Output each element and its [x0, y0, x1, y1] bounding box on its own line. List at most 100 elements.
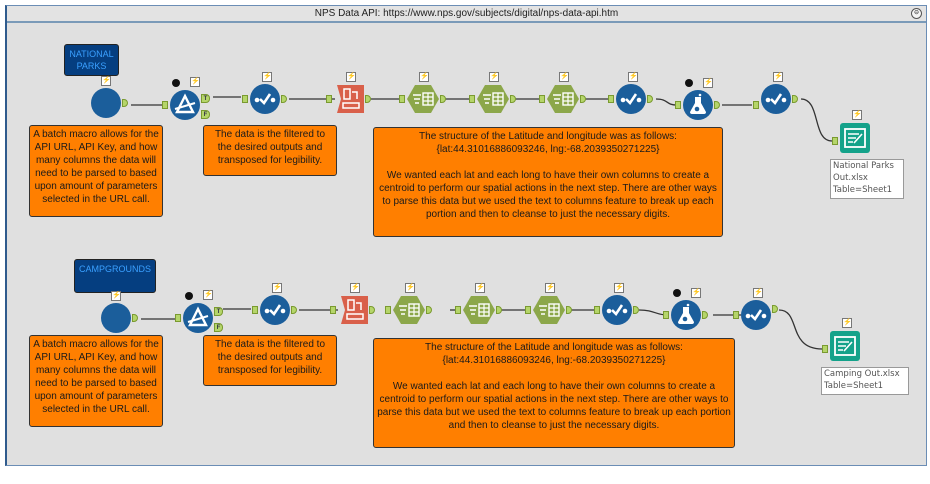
input-anchor[interactable]	[326, 95, 332, 103]
output-anchor[interactable]	[702, 311, 708, 319]
text-to-columns-icon	[547, 85, 579, 113]
formula-tool[interactable]: ⚡	[675, 78, 720, 125]
select-tool[interactable]: ⚡	[252, 283, 297, 330]
formula-tool[interactable]: ⚡	[663, 288, 708, 335]
bolt-icon: ⚡	[475, 283, 485, 293]
input-anchor[interactable]	[753, 101, 759, 109]
comment-structure[interactable]: The structure of the Latitude and longit…	[373, 338, 735, 448]
cache-icon	[185, 292, 193, 300]
output-anchor[interactable]	[281, 95, 287, 103]
comment-structure[interactable]: The structure of the Latitude and longit…	[373, 127, 723, 237]
input-anchor[interactable]	[832, 137, 838, 145]
output-anchor[interactable]	[496, 306, 502, 314]
text-to-columns-tool[interactable]: ⚡	[539, 72, 586, 119]
comment-filter[interactable]: The data is the filtered to the desired …	[203, 335, 337, 386]
input-anchor[interactable]	[539, 95, 545, 103]
select-check-icon	[602, 295, 632, 325]
bolt-icon: ⚡	[190, 77, 200, 87]
text-to-columns-tool[interactable]: ⚡	[455, 283, 502, 330]
bolt-icon: ⚡	[101, 76, 111, 86]
transpose-tool[interactable]: ⚡	[326, 72, 371, 119]
select-check-icon	[616, 84, 646, 114]
output-data-tool[interactable]: ⚡	[832, 110, 870, 158]
comment-macro[interactable]: A batch macro allows for the API URL, AP…	[29, 125, 163, 217]
output-anchor[interactable]	[580, 95, 586, 103]
comment-macro[interactable]: A batch macro allows for the API URL, AP…	[29, 335, 163, 427]
input-anchor[interactable]	[675, 101, 681, 109]
input-anchor[interactable]	[608, 95, 614, 103]
comment-body: We wanted each lat and each long to have…	[377, 381, 731, 431]
cache-icon	[172, 79, 180, 87]
output-anchor[interactable]	[566, 306, 572, 314]
macro-input-tool[interactable]: ⚡	[101, 291, 138, 338]
output-anchor[interactable]	[426, 306, 432, 314]
text-to-columns-tool[interactable]: ⚡	[385, 283, 432, 330]
true-anchor[interactable]: T	[214, 307, 223, 316]
select-tool[interactable]: ⚡	[608, 72, 653, 119]
macro-input-tool[interactable]: ⚡	[91, 76, 128, 123]
collapse-icon[interactable]: ⊖	[911, 8, 922, 19]
filter-tool[interactable]: ⚡ T F	[162, 77, 210, 125]
text-to-columns-tool[interactable]: ⚡	[525, 283, 572, 330]
false-anchor[interactable]: F	[201, 110, 210, 119]
input-anchor[interactable]	[733, 311, 739, 319]
select-tool[interactable]: ⚡	[242, 72, 287, 119]
output-anchor[interactable]	[633, 306, 639, 314]
output-anchor[interactable]	[510, 95, 516, 103]
false-anchor[interactable]: F	[214, 323, 223, 332]
select-check-icon	[741, 300, 771, 330]
cache-icon	[673, 289, 681, 297]
transpose-tool[interactable]: ⚡	[330, 283, 375, 330]
output-annotation: Camping Out.xlsx Table=Sheet1	[821, 367, 909, 395]
input-anchor[interactable]	[455, 306, 461, 314]
input-anchor[interactable]	[162, 101, 168, 109]
select-tool[interactable]: ⚡	[733, 288, 778, 335]
text-to-columns-icon	[407, 85, 439, 113]
input-anchor[interactable]	[469, 95, 475, 103]
output-anchor[interactable]	[647, 95, 653, 103]
comment-filter[interactable]: The data is the filtered to the desired …	[203, 125, 337, 176]
transpose-icon	[337, 85, 364, 113]
output-anchor[interactable]	[132, 314, 138, 322]
input-anchor[interactable]	[242, 95, 248, 103]
filter-prism-icon	[170, 90, 200, 120]
input-anchor[interactable]	[252, 306, 258, 314]
input-anchor[interactable]	[385, 306, 391, 314]
bolt-icon: ⚡	[272, 283, 282, 293]
filter-tool[interactable]: ⚡ T F	[175, 290, 223, 338]
output-anchor[interactable]	[365, 95, 371, 103]
input-anchor[interactable]	[594, 306, 600, 314]
output-anchor[interactable]	[792, 95, 798, 103]
bolt-icon: ⚡	[559, 72, 569, 82]
input-anchor[interactable]	[525, 306, 531, 314]
text-to-columns-icon	[393, 296, 425, 324]
comment-body: We wanted each lat and each long to have…	[379, 170, 717, 220]
bolt-icon: ⚡	[703, 78, 713, 88]
true-anchor[interactable]: T	[201, 94, 210, 103]
container-label-national-parks: NATIONAL PARKS	[64, 44, 119, 76]
container-title-bar[interactable]: NPS Data API: https://www.nps.gov/subjec…	[7, 6, 926, 23]
text-to-columns-icon	[477, 85, 509, 113]
input-anchor[interactable]	[663, 311, 669, 319]
select-tool[interactable]: ⚡	[753, 72, 798, 119]
output-data-tool[interactable]: ⚡	[822, 318, 860, 366]
output-anchor[interactable]	[440, 95, 446, 103]
input-anchor[interactable]	[175, 314, 181, 322]
text-to-columns-tool[interactable]: ⚡	[399, 72, 446, 119]
select-tool[interactable]: ⚡	[594, 283, 639, 330]
tool-container: NPS Data API: https://www.nps.gov/subjec…	[5, 5, 927, 466]
filter-prism-icon	[183, 303, 213, 333]
input-anchor[interactable]	[399, 95, 405, 103]
input-anchor[interactable]	[330, 306, 336, 314]
output-anchor[interactable]	[369, 306, 375, 314]
bolt-icon: ⚡	[111, 291, 121, 301]
input-anchor[interactable]	[822, 345, 828, 353]
comment-line: The structure of the Latitude and longit…	[419, 131, 677, 142]
select-check-icon	[761, 84, 791, 114]
container-title: NPS Data API: https://www.nps.gov/subjec…	[314, 8, 619, 19]
text-to-columns-tool[interactable]: ⚡	[469, 72, 516, 119]
output-anchor[interactable]	[714, 101, 720, 109]
output-anchor[interactable]	[772, 305, 778, 313]
output-anchor[interactable]	[122, 99, 128, 107]
output-anchor[interactable]	[291, 306, 297, 314]
